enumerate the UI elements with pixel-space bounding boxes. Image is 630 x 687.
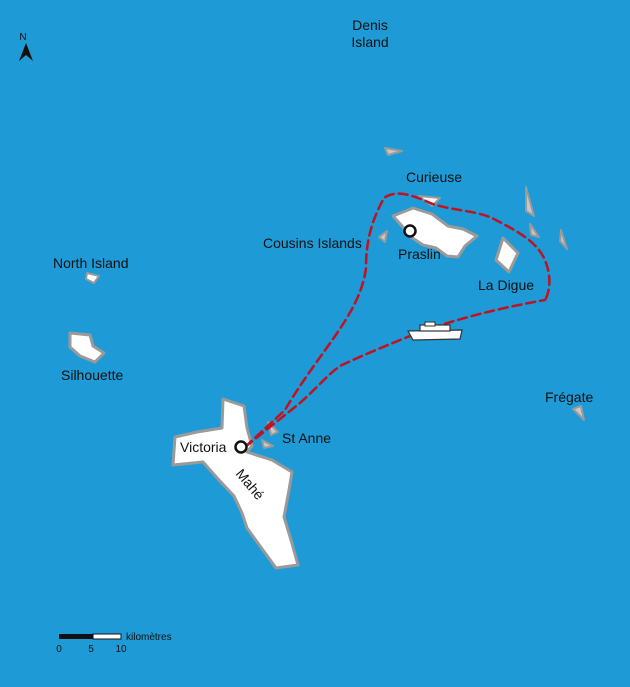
label-cousins: Cousins Islands — [263, 235, 362, 251]
ferry-route-to-praslin — [243, 192, 551, 449]
label-silhouette: Silhouette — [61, 367, 123, 383]
ferry-icon — [406, 321, 463, 341]
north-label: N — [19, 32, 26, 43]
label-denis-line2: Island — [351, 34, 388, 50]
label-st-anne: St Anne — [282, 430, 331, 446]
la-digue-island — [494, 236, 520, 274]
scale-tick-5: 5 — [88, 644, 94, 655]
islet-aride — [384, 147, 403, 156]
north-arrow: N — [19, 32, 33, 61]
islet-east-2 — [529, 223, 540, 238]
scale-bar-white — [92, 633, 122, 640]
scale-bar-black — [59, 634, 93, 639]
scale-tick-10: 10 — [115, 644, 127, 655]
silhouette-island — [68, 331, 106, 364]
label-north-island: North Island — [53, 255, 128, 271]
islet-east-3 — [559, 229, 568, 250]
scale-unit: kilomètres — [126, 632, 172, 643]
label-curieuse: Curieuse — [406, 169, 462, 185]
ferry-route-to-la-digue — [243, 298, 547, 449]
scale-bar: kilomètres 0 5 10 — [56, 632, 171, 655]
fregate-island — [572, 405, 585, 421]
islet-east-1 — [525, 186, 535, 217]
town-marker-icon-praslin — [403, 224, 417, 238]
cousins-islet — [378, 230, 388, 243]
town-marker-icon-victoria — [234, 440, 248, 454]
label-denis-line1: Denis — [352, 17, 388, 33]
praslin-island — [391, 206, 479, 259]
scale-tick-0: 0 — [56, 644, 62, 655]
north-arrow-icon — [19, 43, 33, 61]
label-la-digue: La Digue — [478, 277, 534, 293]
mahe-island — [171, 397, 300, 570]
label-fregate: Frégate — [545, 389, 593, 405]
label-victoria: Victoria — [180, 439, 227, 455]
north-island — [85, 272, 100, 284]
st-anne-islet-2 — [261, 439, 274, 449]
label-praslin: Praslin — [398, 246, 441, 262]
